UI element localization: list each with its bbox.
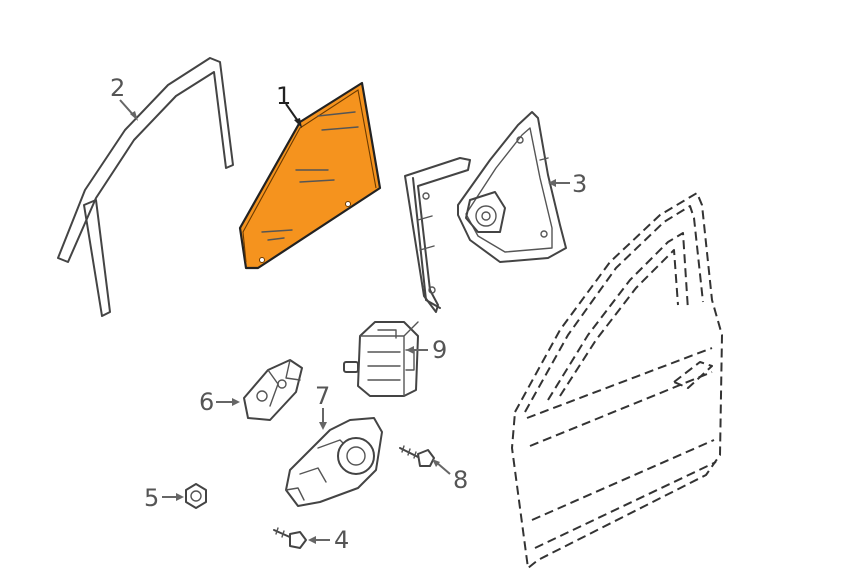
callout-9: 9	[432, 336, 447, 364]
callout-7: 7	[315, 382, 330, 410]
window-channel-part	[57, 57, 234, 317]
window-regulator-part	[404, 111, 567, 313]
callout-3: 3	[572, 170, 587, 198]
control-module-part	[343, 321, 419, 397]
callout-8: 8	[453, 466, 468, 494]
door-shell-outline	[511, 192, 723, 569]
leader-arrows	[119, 99, 570, 544]
callout-1: 1	[276, 82, 291, 110]
screw-part	[273, 527, 307, 549]
bolt-part	[399, 445, 435, 467]
callout-5: 5	[144, 484, 159, 512]
nut-part	[185, 483, 207, 509]
callout-6: 6	[199, 388, 214, 416]
callout-4: 4	[334, 526, 349, 554]
callout-2: 2	[110, 74, 125, 102]
regulator-motor-part	[285, 417, 383, 507]
door-glass-part	[238, 81, 382, 270]
bracket-part	[243, 359, 303, 421]
door-handle-icon	[673, 361, 713, 389]
